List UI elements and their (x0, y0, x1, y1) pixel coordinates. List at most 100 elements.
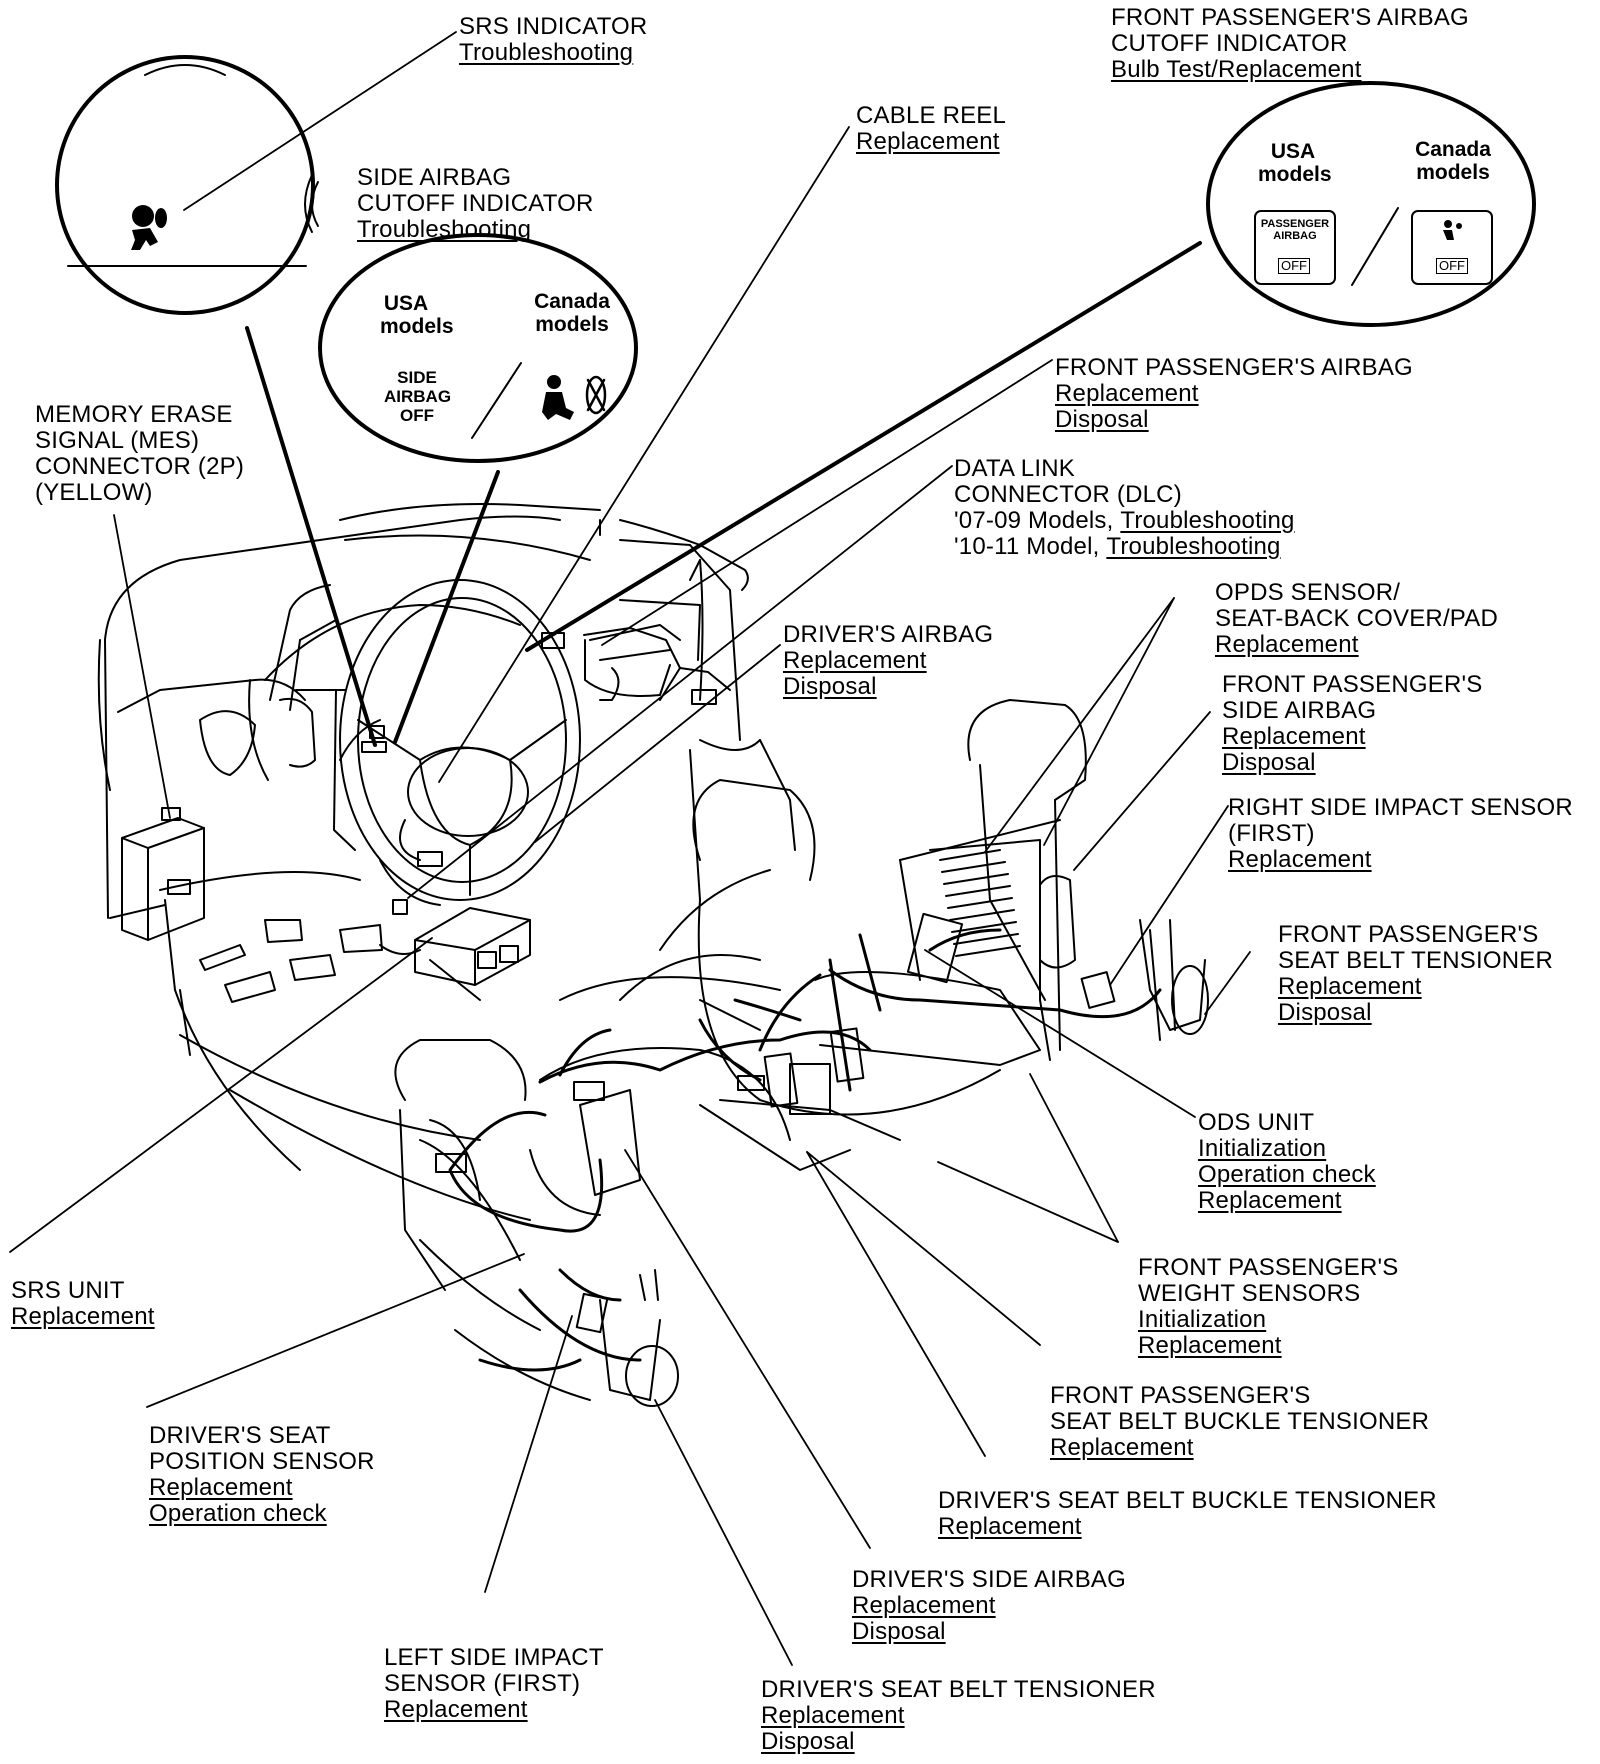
callout-title: SIDE AIRBAG (1222, 697, 1377, 724)
dlc-model-range: '07-09 Models, (954, 507, 1121, 534)
callout-driver-seat-position-sensor: DRIVER'S SEAT POSITION SENSOR Replacemen… (149, 1423, 375, 1527)
callout-title: DRIVER'S AIRBAG (783, 621, 994, 648)
callout-drivers-airbag: DRIVER'S AIRBAG Replacement Disposal (783, 622, 993, 700)
callout-driver-belt-tensioner: DRIVER'S SEAT BELT TENSIONER Replacement… (761, 1677, 1156, 1755)
driver-seat (394, 954, 831, 1291)
passenger-airbag-module (584, 624, 731, 705)
passenger-airbag-replacement-link[interactable]: Replacement (1055, 380, 1199, 407)
dlc-model-range: '10-11 Model, (954, 533, 1107, 560)
usa-off-lamp: OFF (1278, 258, 1310, 274)
callout-passenger-buckle-tensioner: FRONT PASSENGER'S SEAT BELT BUCKLE TENSI… (1050, 1383, 1429, 1461)
callout-front-passenger-side-airbag: FRONT PASSENGER'S SIDE AIRBAG Replacemen… (1222, 672, 1482, 776)
passenger-side-airbag-replacement-link[interactable]: Replacement (1222, 723, 1366, 750)
callout-title: (YELLOW) (35, 479, 153, 506)
callout-title: SEAT BELT TENSIONER (1278, 947, 1553, 974)
callout-title: DATA LINK (954, 455, 1075, 482)
mes-module (121, 807, 205, 941)
driver-belt-tensioner-replacement-link[interactable]: Replacement (761, 1702, 905, 1729)
srs-indicator-inset (55, 55, 319, 315)
passenger-belt-tensioner-disposal-link[interactable]: Disposal (1278, 999, 1372, 1026)
srs-unit-replacement-link[interactable]: Replacement (11, 1303, 155, 1330)
canada-passenger-icon (1443, 220, 1462, 240)
passenger-belt-tensioner (1080, 919, 1209, 1041)
side-cutoff-troubleshooting-link[interactable]: Troubleshooting (357, 216, 532, 243)
canada-off-lamp: OFF (1436, 258, 1468, 274)
srs-indicator-troubleshooting-link[interactable]: Troubleshooting (459, 39, 634, 66)
ods-replacement-link[interactable]: Replacement (1198, 1187, 1342, 1214)
ods-operation-check-link[interactable]: Operation check (1198, 1161, 1376, 1188)
driver-belt-tensioner-disposal-link[interactable]: Disposal (761, 1728, 855, 1755)
instrument-cluster (264, 604, 681, 753)
passenger-inset-usa-label: USA models (1258, 140, 1332, 186)
driver-side-airbag-replacement-link[interactable]: Replacement (852, 1592, 996, 1619)
callout-title: MEMORY ERASE (35, 401, 233, 428)
passenger-belt-tensioner-replacement-link[interactable]: Replacement (1278, 973, 1422, 1000)
dlc-1011-troubleshooting-link[interactable]: Troubleshooting (1106, 533, 1281, 560)
drivers-airbag-replacement-link[interactable]: Replacement (783, 647, 927, 674)
weight-sensors-initialization-link[interactable]: Initialization (1138, 1306, 1267, 1333)
callout-side-airbag-cutoff: SIDE AIRBAG CUTOFF INDICATOR Troubleshoo… (357, 165, 594, 243)
ods-initialization-link[interactable]: Initialization (1198, 1135, 1327, 1162)
callout-title: DRIVER'S SIDE AIRBAG (852, 1566, 1126, 1593)
callout-left-side-impact-sensor: LEFT SIDE IMPACT SENSOR (FIRST) Replacem… (384, 1645, 604, 1723)
callout-drivers-side-airbag: DRIVER'S SIDE AIRBAG Replacement Disposa… (852, 1567, 1126, 1645)
callout-title: CABLE REEL (856, 102, 1007, 129)
steering-wheel (339, 579, 581, 915)
callout-title: POSITION SENSOR (149, 1448, 375, 1475)
cable-reel-replacement-link[interactable]: Replacement (856, 128, 1000, 155)
callout-title: WEIGHT SENSORS (1138, 1280, 1361, 1307)
opds-replacement-link[interactable]: Replacement (1215, 631, 1359, 658)
callout-title: OPDS SENSOR/ (1215, 579, 1401, 606)
dlc-0709-troubleshooting-link[interactable]: Troubleshooting (1120, 507, 1295, 534)
callout-cable-reel: CABLE REEL Replacement (856, 103, 1006, 155)
callout-dlc: DATA LINK CONNECTOR (DLC) '07-09 Models,… (954, 456, 1295, 560)
side-airbag-off-label: SIDE AIRBAG OFF (384, 368, 452, 425)
seat-position-operation-check-link[interactable]: Operation check (149, 1500, 327, 1527)
callout-title: FRONT PASSENGER'S (1050, 1382, 1311, 1409)
cutoff-bulb-test-link[interactable]: Bulb Test/Replacement (1111, 56, 1362, 83)
leader-lines (9, 31, 1251, 1666)
callout-srs-unit: SRS UNIT Replacement (11, 1278, 155, 1330)
callout-right-side-impact-sensor: RIGHT SIDE IMPACT SENSOR (FIRST) Replace… (1228, 795, 1573, 873)
callout-title: SRS INDICATOR (459, 13, 648, 40)
callout-title: DRIVER'S SEAT BELT BUCKLE TENSIONER (938, 1487, 1437, 1514)
callout-title: LEFT SIDE IMPACT (384, 1644, 604, 1671)
callout-title: SIGNAL (MES) (35, 427, 200, 454)
srs-unit (414, 907, 531, 986)
callout-front-passenger-cutoff: FRONT PASSENGER'S AIRBAG CUTOFF INDICATO… (1111, 5, 1469, 83)
callout-title: CONNECTOR (2P) (35, 453, 245, 480)
right-impact-replacement-link[interactable]: Replacement (1228, 846, 1372, 873)
callout-title: ODS UNIT (1198, 1109, 1315, 1136)
passenger-buckle-tensioner-replacement-link[interactable]: Replacement (1050, 1434, 1194, 1461)
callout-title: FRONT PASSENGER'S (1222, 671, 1483, 698)
seat-position-replacement-link[interactable]: Replacement (149, 1474, 293, 1501)
callout-title: DRIVER'S SEAT BELT TENSIONER (761, 1676, 1156, 1703)
passenger-airbag-lamp-label: PASSENGER AIRBAG (1260, 218, 1330, 242)
callout-title: FRONT PASSENGER'S AIRBAG (1111, 4, 1469, 31)
passenger-inset-canada-label: Canada models (1415, 138, 1491, 184)
passenger-airbag-disposal-link[interactable]: Disposal (1055, 406, 1149, 433)
callout-front-passenger-belt-tensioner: FRONT PASSENGER'S SEAT BELT TENSIONER Re… (1278, 922, 1553, 1026)
canada-side-airbag-icon (542, 375, 574, 420)
callout-title: SEAT BELT BUCKLE TENSIONER (1050, 1408, 1430, 1435)
drivers-airbag-disposal-link[interactable]: Disposal (783, 673, 877, 700)
driver-buckle-tensioner-replacement-link[interactable]: Replacement (938, 1513, 1082, 1540)
callout-title: RIGHT SIDE IMPACT SENSOR (1228, 794, 1573, 821)
callout-title: CUTOFF INDICATOR (1111, 30, 1348, 57)
callout-title: FRONT PASSENGER'S AIRBAG (1055, 354, 1413, 381)
weight-sensors-replacement-link[interactable]: Replacement (1138, 1332, 1282, 1359)
passenger-cutoff-inset (1206, 81, 1536, 327)
callout-driver-buckle-tensioner: DRIVER'S SEAT BELT BUCKLE TENSIONER Repl… (938, 1488, 1437, 1540)
callout-title: (FIRST) (1228, 820, 1315, 847)
passenger-buckle-area (699, 1027, 901, 1171)
left-impact-replacement-link[interactable]: Replacement (384, 1696, 528, 1723)
callout-front-passenger-airbag: FRONT PASSENGER'S AIRBAG Replacement Dis… (1055, 355, 1413, 433)
callout-weight-sensors: FRONT PASSENGER'S WEIGHT SENSORS Initial… (1138, 1255, 1398, 1359)
driver-side-airbag-disposal-link[interactable]: Disposal (852, 1618, 946, 1645)
callout-title: FRONT PASSENGER'S (1138, 1254, 1399, 1281)
callout-title: FRONT PASSENGER'S (1278, 921, 1539, 948)
passenger-side-airbag-disposal-link[interactable]: Disposal (1222, 749, 1316, 776)
callout-ods-unit: ODS UNIT Initialization Operation check … (1198, 1110, 1376, 1214)
passenger-seat (659, 699, 1087, 1116)
